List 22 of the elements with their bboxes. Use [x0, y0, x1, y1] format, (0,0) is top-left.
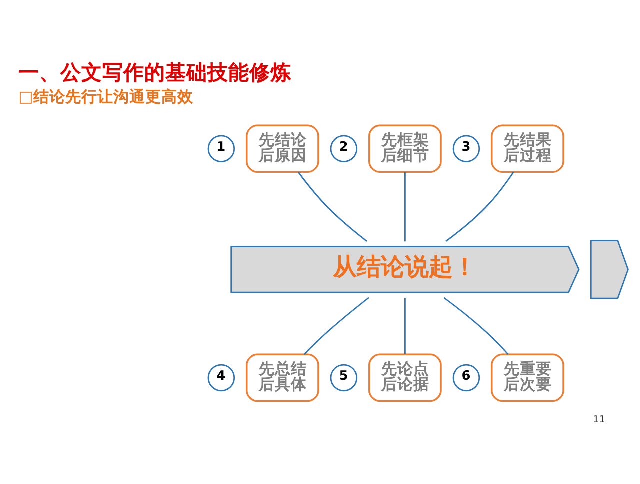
node-box: 先框架 后细节 — [368, 124, 442, 173]
node-box: 先重要 后次要 — [491, 353, 564, 402]
node-circle: 6 — [452, 364, 480, 392]
node-box: 先论点 后论据 — [368, 353, 442, 402]
connector — [404, 297, 406, 354]
label: 11 — [593, 414, 606, 426]
connector — [304, 296, 370, 354]
node-circle: 5 — [330, 364, 358, 392]
node-circle: 2 — [330, 134, 358, 162]
node-circle: 3 — [452, 134, 480, 162]
connector — [444, 296, 509, 354]
node-circle: 1 — [208, 134, 236, 162]
node-box: 先结论 后原因 — [246, 124, 320, 173]
node-box: 先结果 后过程 — [491, 124, 564, 173]
connector — [445, 171, 514, 242]
label: □结论先行让沟通更高效 — [18, 88, 194, 106]
node-box: 先总结 后具体 — [246, 353, 320, 402]
connector — [298, 171, 368, 242]
connector — [404, 172, 406, 242]
node-circle: 4 — [208, 364, 236, 392]
node-chevron — [590, 240, 629, 299]
diagram-title: 一、公文写作的基础技能修炼 — [18, 60, 292, 84]
